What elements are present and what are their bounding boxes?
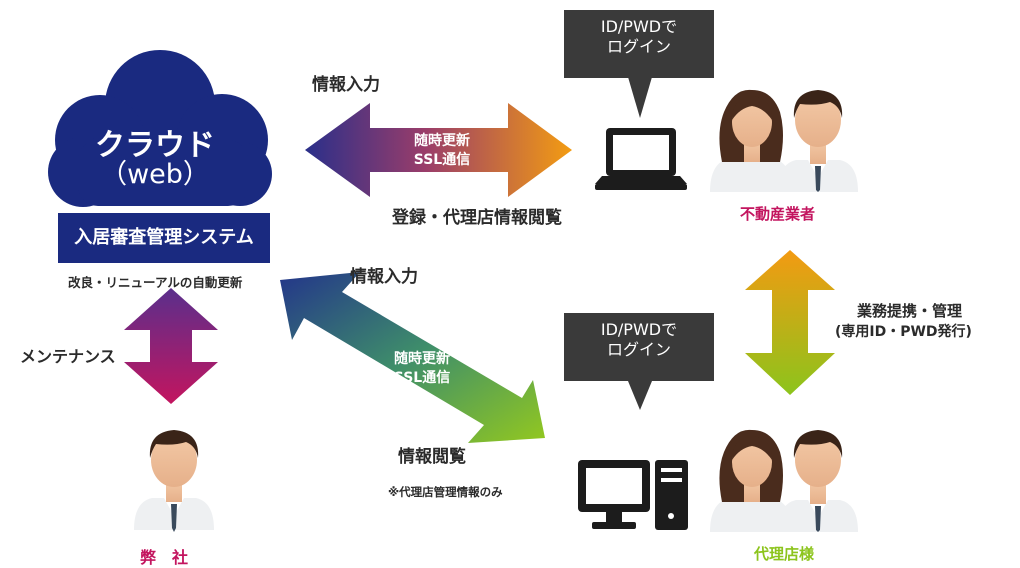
desktop-pc-icon bbox=[578, 460, 688, 530]
laptop-icon bbox=[595, 128, 687, 190]
system-update-note: 改良・リニューアルの自動更新 bbox=[68, 275, 243, 290]
system-name-box: 入居審査管理システム bbox=[58, 213, 270, 263]
top-arrow-line2: SSL通信 bbox=[413, 152, 471, 168]
company-person-icon bbox=[134, 430, 214, 532]
bottom-input-label: 情報入力 bbox=[350, 267, 418, 287]
top-input-label: 情報入力 bbox=[312, 75, 380, 95]
top-arrow-line1: 随時更新 bbox=[414, 133, 470, 149]
callout-top: ID/PWDで ログイン bbox=[564, 10, 714, 78]
callout-bottom: ID/PWDで ログイン bbox=[564, 313, 714, 381]
callout-bottom-line1: ID/PWDで bbox=[600, 320, 678, 339]
realestate-man-icon bbox=[778, 90, 858, 192]
diagonal-double-arrow bbox=[280, 272, 545, 443]
cloud-subtitle: （web） bbox=[100, 159, 210, 190]
business-line1: 業務提携・管理 bbox=[857, 302, 963, 320]
company-label: 弊 社 bbox=[140, 548, 189, 567]
bottom-arrow-line1: 随時更新 bbox=[394, 351, 450, 367]
callout-top-pointer bbox=[628, 77, 652, 118]
realestate-woman-icon bbox=[710, 89, 792, 192]
business-line2: (専用ID・PWD発行) bbox=[835, 324, 972, 340]
callout-top-line2: ログイン bbox=[606, 37, 671, 56]
cloud-title: クラウド bbox=[95, 128, 215, 163]
vertical-double-arrow bbox=[745, 250, 835, 395]
agency-man-icon bbox=[778, 430, 858, 532]
top-caption: 登録・代理店情報閲覧 bbox=[392, 208, 562, 228]
cloud-shape bbox=[48, 50, 272, 207]
bottom-arrow-line2: SSL通信 bbox=[393, 370, 451, 386]
agency-woman-icon bbox=[710, 429, 792, 532]
realestate-label: 不動産業者 bbox=[740, 205, 816, 223]
callout-top-line1: ID/PWDで bbox=[600, 17, 678, 36]
maintenance-label: メンテナンス bbox=[20, 347, 116, 366]
callout-bottom-pointer bbox=[628, 381, 652, 410]
callout-bottom-line2: ログイン bbox=[606, 340, 671, 359]
top-double-arrow bbox=[305, 103, 572, 197]
agency-label: 代理店様 bbox=[754, 545, 815, 563]
bottom-note: ※代理店管理情報のみ bbox=[388, 485, 503, 499]
bottom-view-label: 情報閲覧 bbox=[398, 447, 466, 467]
maintenance-double-arrow bbox=[124, 288, 218, 404]
